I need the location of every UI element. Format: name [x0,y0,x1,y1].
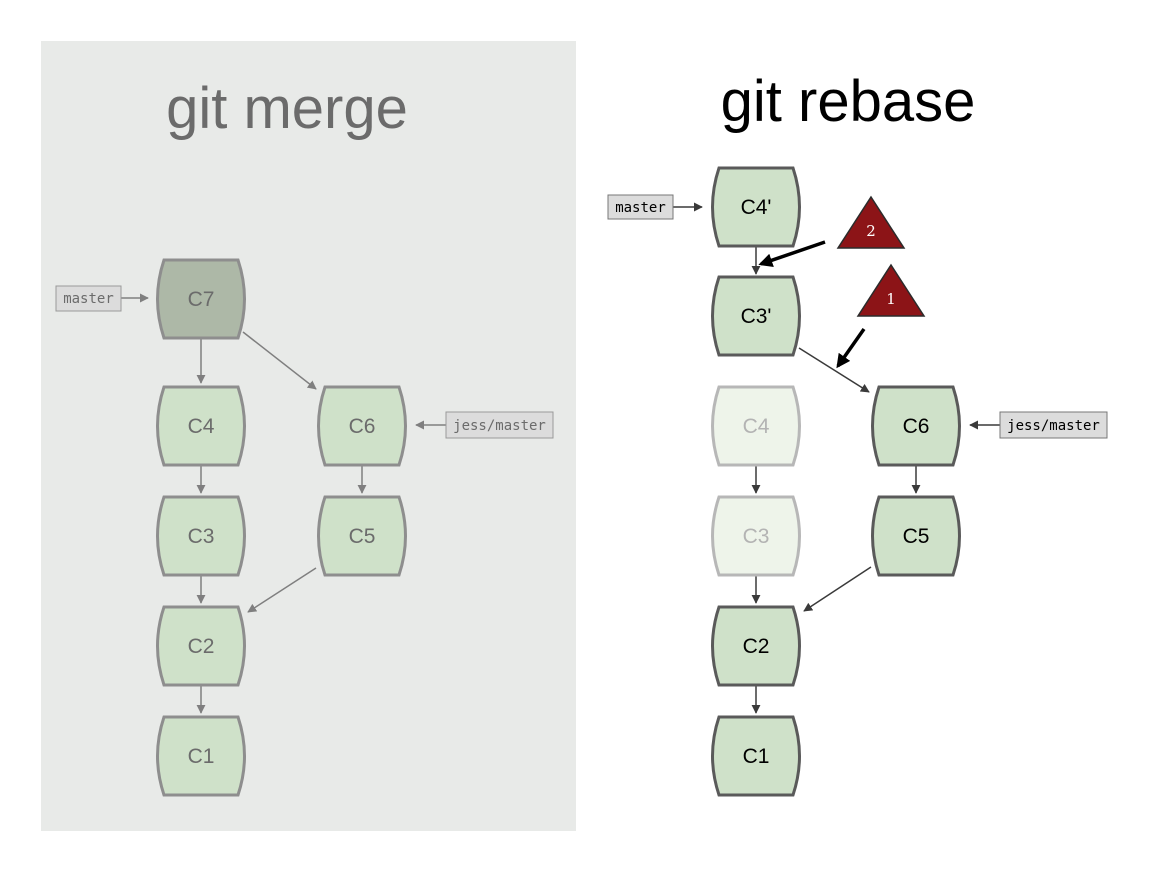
commit-c6-label: C6 [903,415,930,438]
commit-c5-label: C5 [349,525,376,548]
commit-c7: C7 [156,258,246,340]
commit-c1-label: C1 [743,745,770,768]
commit-c4-shape [156,385,246,467]
commit-c3-old-shape [711,495,801,577]
warning-triangle-icon [856,263,926,317]
commit-c5: C5 [871,495,961,577]
commit-c4-old: C4 [711,385,801,467]
commit-c3-prime-label: C3' [741,305,772,328]
branch-jess-master-box [999,411,1108,439]
commit-c4-old-label: C4 [743,415,770,438]
merge-title: git merge [166,76,408,141]
commit-c3-prime: C3' [711,275,801,357]
commit-c1-shape [156,715,246,797]
commit-c1: C1 [711,715,801,797]
edge-c5-c2 [803,566,872,612]
step-marker-1: 1 [836,263,926,369]
commit-c6-shape [871,385,961,467]
commit-c2-shape [711,605,801,687]
commit-c7-shape [156,258,246,340]
commit-c2-label: C2 [188,635,215,658]
commit-c4-prime: C4' [711,166,801,248]
branch-jess-master-box [445,411,554,439]
commit-c1-shape [711,715,801,797]
commit-c3: C3 [156,495,246,577]
commit-c6: C6 [871,385,961,467]
commit-c4-prime-label: C4' [741,196,772,219]
commit-c2: C2 [156,605,246,687]
commit-c3-old: C3 [711,495,801,577]
branch-master: master [607,194,674,220]
warning-triangle-icon [836,195,906,249]
commit-c5: C5 [317,495,407,577]
merge-edges [121,293,446,714]
step-marker-1-label: 1 [886,290,896,308]
branch-jess-master: jess/master [999,411,1108,439]
step-marker-2-label: 2 [866,222,876,240]
commit-c3-shape [156,495,246,577]
commit-c4: C4 [156,385,246,467]
edge-c7-c6 [242,331,317,390]
rebase-edges [673,202,1000,714]
commit-c2-label: C2 [743,635,770,658]
commit-c2: C2 [711,605,801,687]
step-marker-2-arrow [758,240,826,267]
merge-panel: git merge C7 C4 C3 C2 [41,41,576,831]
commit-c5-shape [317,495,407,577]
commit-c5-label: C5 [903,525,930,548]
step-marker-2: 2 [758,195,906,267]
edge-c3prime-c6 [798,347,870,393]
commit-c1: C1 [156,715,246,797]
branch-jess-master-label: jess/master [1007,418,1100,434]
branch-master: master [55,285,122,312]
commit-c4-old-shape [711,385,801,467]
commit-c3-old-label: C3 [743,525,770,548]
commit-c6-label: C6 [349,415,376,438]
branch-master-label: master [615,200,666,216]
commit-c4-prime-shape [711,166,801,248]
branch-jess-master: jess/master [445,411,554,439]
branch-master-box [607,194,674,220]
branch-master-label: master [63,291,114,307]
commit-c3-label: C3 [188,525,215,548]
rebase-title: git rebase [721,69,976,134]
rebase-panel: git rebase C4' C3' C4 C3 [607,69,1108,797]
commit-c2-shape [156,605,246,687]
commit-c7-label: C7 [188,288,215,311]
branch-jess-master-label: jess/master [453,418,546,434]
edge-c5-c2 [247,567,317,613]
commit-c4-label: C4 [188,415,215,438]
commit-c6: C6 [317,385,407,467]
step-marker-1-arrow [836,327,866,369]
commit-c6-shape [317,385,407,467]
commit-c3-prime-shape [711,275,801,357]
branch-master-box [55,285,122,312]
commit-c1-label: C1 [188,745,215,768]
commit-c5-shape [871,495,961,577]
